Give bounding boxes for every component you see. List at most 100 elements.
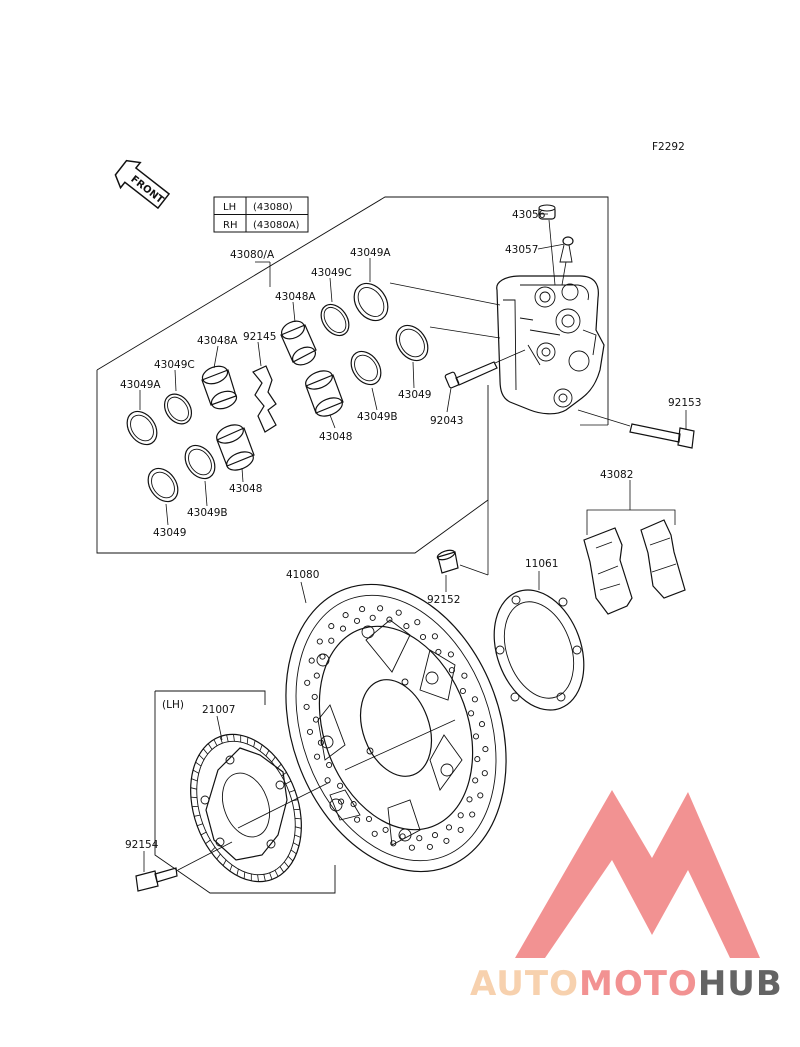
- disc-hole: [337, 782, 344, 789]
- seal-43049a-top: [353, 282, 389, 322]
- disc-hole: [435, 648, 442, 655]
- disc-hole: [426, 843, 433, 850]
- label-piston-a-left: 43048A: [197, 335, 238, 347]
- figure-code: F2292: [652, 141, 685, 153]
- variant-code-rh: (43080A): [253, 220, 300, 231]
- disc-hole: [314, 753, 321, 760]
- disc-hole: [304, 679, 311, 686]
- sensor-tooth: [294, 817, 302, 820]
- seal-43049b-low: [184, 444, 216, 480]
- disc-hole: [312, 716, 320, 723]
- seal-43049c-top: [320, 303, 350, 337]
- disc-hole: [419, 633, 427, 641]
- sensor-tooth: [274, 870, 279, 877]
- sensor-tooth: [219, 736, 223, 744]
- label-caliper-assy: 43080/A: [230, 249, 275, 261]
- disc-hole: [469, 811, 476, 818]
- sensor-tooth: [229, 864, 233, 872]
- mounting-bolt: [629, 423, 695, 449]
- sensor-tooth: [259, 744, 263, 752]
- sensor-tooth: [195, 761, 202, 767]
- disc-hole: [468, 710, 475, 717]
- sensor-tooth: [279, 866, 285, 873]
- disc-hole: [431, 832, 439, 839]
- piston-43048a-left: [201, 365, 238, 410]
- disc-hole: [338, 798, 345, 805]
- disc-hole: [382, 826, 389, 833]
- seal-43049-right: [395, 324, 429, 362]
- label-pin: 92043: [430, 415, 463, 427]
- sensor-tooth: [281, 771, 287, 777]
- lh-sensor-frame: [154, 690, 336, 894]
- disc-hole: [328, 637, 335, 644]
- sensor-tooth: [287, 856, 294, 862]
- automotohub-watermark: AUTOMOTOHUB: [470, 790, 783, 1004]
- disc-hole: [461, 672, 468, 679]
- disc-hole: [326, 761, 333, 769]
- disc-hole: [316, 638, 323, 645]
- disc-hole: [319, 653, 326, 660]
- label-spring: 92145: [243, 331, 276, 343]
- sensor-tooth: [253, 740, 256, 748]
- label-bleeder: 43057: [505, 244, 538, 256]
- disc-hole: [408, 844, 415, 851]
- sensor-rotor-teeth: [190, 734, 302, 882]
- sensor-tooth: [205, 839, 211, 845]
- sensor-tooth: [276, 763, 282, 769]
- sensor-tooth: [192, 769, 199, 774]
- variant-side-lh: LH: [223, 202, 236, 213]
- disc-hole: [371, 830, 378, 837]
- sensor-tooth: [216, 853, 221, 860]
- disc-hole: [459, 687, 466, 695]
- disc-hole: [443, 837, 450, 844]
- seal-43049a-left: [126, 410, 158, 446]
- label-seal-b-low: 43049B: [187, 507, 228, 519]
- watermark-text: AUTOMOTOHUB: [470, 964, 783, 1004]
- label-seal-b-mid: 43049B: [357, 411, 398, 423]
- sensor-tooth: [283, 861, 290, 868]
- label-seal-right: 43049: [398, 389, 431, 401]
- brake-pads: [583, 519, 686, 615]
- sensor-tooth: [246, 737, 249, 745]
- disc-hole: [478, 721, 486, 728]
- front-arrow-icon: FRONT: [114, 159, 171, 210]
- disc-hole: [482, 746, 489, 753]
- sensor-tooth: [289, 789, 296, 793]
- disc-hole: [414, 619, 421, 626]
- watermark-auto: AUTO: [470, 964, 579, 1004]
- sensor-tooth: [207, 743, 213, 750]
- seal-43049-low: [147, 467, 179, 503]
- sensor-tooth: [263, 874, 266, 882]
- disc-hole: [353, 617, 361, 624]
- label-pads: 43082: [600, 469, 633, 481]
- label-seal-low: 43049: [153, 527, 186, 539]
- watermark-hub: HUB: [698, 964, 783, 1004]
- part-labels: 43080/A 43056 43057 43049A 43049C 43048A…: [120, 209, 701, 851]
- sensor-tooth: [190, 787, 197, 790]
- disc-hole: [317, 739, 324, 746]
- sensor-tooth: [226, 734, 229, 742]
- variant-code-lh: (43080): [253, 202, 293, 213]
- disc-hole: [399, 833, 406, 840]
- sensor-tooth: [200, 831, 207, 836]
- disc-hole: [395, 609, 402, 616]
- label-piston-a-top: 43048A: [275, 291, 316, 303]
- sensor-tooth: [290, 849, 297, 855]
- disc-spacer: [493, 589, 585, 711]
- sensor-tooth: [210, 847, 216, 853]
- bleeder-cap: [538, 204, 556, 220]
- sensor-tooth: [202, 748, 209, 755]
- label-piston-low: 43048: [229, 483, 262, 495]
- disc-hole: [390, 840, 397, 847]
- label-seal-a-left: 43049A: [120, 379, 161, 391]
- variant-table: LH (43080) RH (43080A): [213, 196, 309, 233]
- sensor-tooth: [190, 796, 198, 799]
- disc-hole: [339, 625, 347, 632]
- sensor-tooth: [265, 750, 270, 757]
- variant-side-rh: RH: [223, 220, 237, 231]
- disc-hole: [365, 815, 373, 823]
- sensor-tooth: [233, 734, 235, 742]
- sensor-tooth: [295, 826, 302, 829]
- disc-hole: [313, 672, 320, 679]
